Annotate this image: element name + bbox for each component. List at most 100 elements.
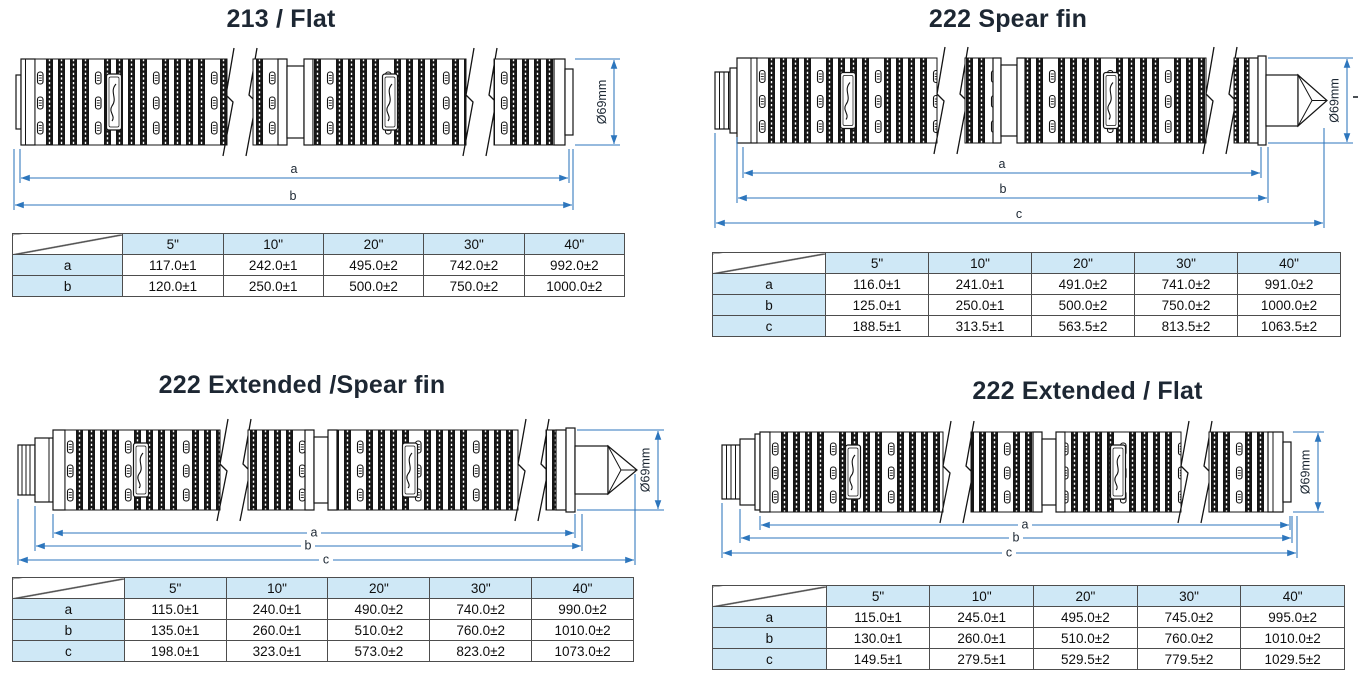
diagram-213-flat: a b Ø69mm	[13, 47, 620, 210]
diagram-222-extended-spear-fin: a b c Ø69mm	[17, 418, 664, 567]
value-cell: 992.0±2	[523, 254, 626, 276]
dimension-a: a	[742, 147, 1262, 178]
value-cell: 250.0±1	[928, 294, 1032, 316]
diameter-dimension: Ø69mm	[1293, 431, 1324, 513]
right-collar-band	[1248, 57, 1259, 144]
break-mark	[485, 47, 498, 157]
col-header: 20"	[327, 577, 431, 599]
value-cell: 245.0±1	[929, 606, 1035, 628]
tube-body-segment	[247, 429, 306, 511]
header-row: 5"10"20"30"40"	[711, 252, 1342, 274]
value-cell: 242.0±1	[222, 254, 324, 276]
col-header: 20"	[1033, 585, 1138, 607]
dim-label-c: c	[1016, 207, 1022, 221]
right-collar-band	[1267, 431, 1284, 513]
page-title: 222 Spear fin	[928, 5, 1088, 33]
row-label: c	[711, 315, 827, 337]
right-end-cap	[1282, 441, 1292, 503]
spear-collar	[565, 427, 576, 513]
col-header: 5"	[123, 577, 227, 599]
value-cell: 1073.0±2	[531, 640, 634, 662]
col-header: 20"	[1031, 252, 1135, 274]
joint-ring	[1055, 431, 1066, 513]
col-header: 40"	[1236, 252, 1342, 274]
value-cell: 495.0±2	[1033, 606, 1138, 628]
joint-ring	[1032, 431, 1043, 513]
diameter-label: Ø69mm	[1328, 78, 1342, 122]
break-mark	[514, 418, 527, 522]
value-cell: 995.0±2	[1240, 606, 1345, 628]
joint-ring	[327, 429, 338, 511]
value-cell: 260.0±1	[225, 619, 329, 641]
left-collar-band	[20, 58, 36, 146]
tube-body-segment	[970, 431, 1034, 513]
value-cell: 491.0±2	[1031, 273, 1135, 295]
value-cell: 991.0±2	[1236, 273, 1342, 295]
table-corner-cell	[12, 577, 125, 599]
tube-body-segment	[964, 57, 994, 144]
joint-ring	[303, 58, 314, 146]
value-cell: 813.5±2	[1133, 315, 1238, 337]
brand-logo-plate	[105, 73, 123, 131]
value-cell: 573.0±2	[327, 640, 431, 662]
section-222-extended-spear-fin: 222 Extended /Spear fin	[8, 371, 668, 662]
value-cell: 198.0±1	[123, 640, 227, 662]
dimension-c: c	[714, 128, 1325, 228]
col-header: 5"	[825, 252, 930, 274]
right-collar-band	[553, 58, 566, 146]
value-cell: 750.0±2	[1133, 294, 1238, 316]
value-cell: 529.5±2	[1033, 648, 1138, 670]
brand-logo-plate	[839, 71, 857, 130]
value-cell: 779.5±2	[1136, 648, 1242, 670]
value-cell: 745.0±2	[1136, 606, 1242, 628]
dim-label-b: b	[305, 539, 312, 553]
dimension-b: b	[739, 509, 1293, 545]
tube-body-segment	[1208, 431, 1269, 513]
value-cell: 742.0±2	[423, 254, 525, 276]
value-cell: 990.0±2	[531, 598, 634, 620]
col-header: 40"	[1240, 585, 1345, 607]
col-header: 30"	[429, 577, 533, 599]
brand-logo-plate	[381, 73, 399, 131]
dim-label-a: a	[291, 162, 298, 176]
value-cell: 1000.0±2	[1236, 294, 1342, 316]
row-label: c	[712, 648, 827, 670]
value-cell: 510.0±2	[327, 619, 431, 641]
spear-tip	[1265, 73, 1328, 128]
col-header: 40"	[531, 577, 634, 599]
dimension-b: b	[736, 137, 1269, 203]
page-title: 222 Extended /Spear fin	[158, 371, 446, 399]
brand-logo-plate	[1109, 444, 1127, 500]
value-cell: 823.0±2	[429, 640, 533, 662]
tube-body-segment	[1233, 57, 1250, 144]
break-mark	[1177, 420, 1190, 524]
value-cell: 750.0±2	[423, 275, 525, 297]
value-cell: 323.0±1	[225, 640, 329, 662]
header-row: 5"10"20"30"40"	[712, 585, 1345, 607]
dimension-b: b	[13, 149, 574, 210]
col-header: 5"	[825, 585, 931, 607]
col-header: 30"	[423, 233, 525, 255]
diameter-dimension: Ø69mm	[575, 58, 620, 146]
break-mark	[239, 418, 252, 522]
break-mark	[1225, 46, 1238, 155]
thread-connector	[714, 57, 758, 144]
diameter-label: Ø69mm	[639, 448, 653, 492]
col-header: 10"	[928, 252, 1032, 274]
col-header: 10"	[929, 585, 1035, 607]
value-cell: 149.5±1	[825, 648, 931, 670]
row-label: b	[12, 619, 125, 641]
value-cell: 260.0±1	[929, 627, 1035, 649]
dim-label-a: a	[999, 157, 1006, 171]
row-label: b	[712, 627, 827, 649]
dim-label-b: b	[1000, 182, 1007, 196]
value-cell: 117.0±1	[122, 254, 224, 276]
diagram-222-extended-flat: a b c Ø69mm	[721, 420, 1324, 560]
value-cell: 130.0±1	[825, 627, 931, 649]
dim-label-b: b	[290, 189, 297, 203]
